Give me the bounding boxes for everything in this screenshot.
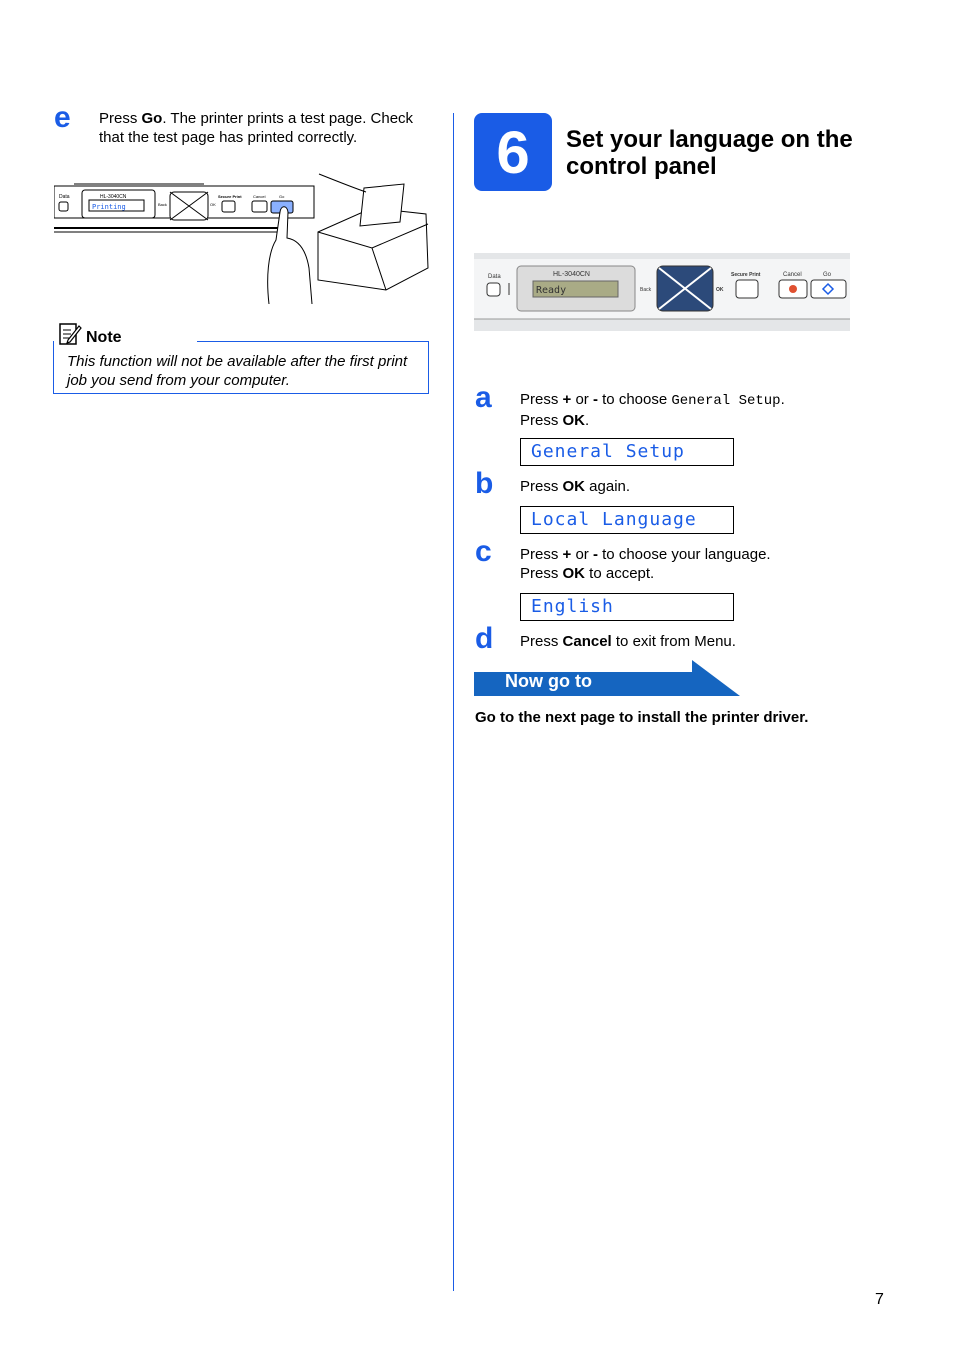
svg-text:Back: Back <box>640 287 652 293</box>
step-b-text: Press OK again. <box>520 478 631 495</box>
lcd-general-setup: General Setup <box>520 438 734 466</box>
lcd-english: English <box>520 593 734 621</box>
step-c-text: Press + or - to choose your language. Pr… <box>520 546 771 582</box>
page-number: 7 <box>875 1291 884 1308</box>
step-letter-c: c <box>475 535 492 568</box>
svg-text:Cancel: Cancel <box>253 194 266 199</box>
step-a-text: Press + or - to choose General Setup. Pr… <box>520 391 785 429</box>
svg-text:HL-3040CN: HL-3040CN <box>553 271 590 278</box>
note-text: This function will not be available afte… <box>67 353 408 389</box>
step-number-badge: 6 <box>474 113 552 191</box>
note-pencil-icon <box>59 323 82 345</box>
next-page-instruction: Go to the next page to install the print… <box>475 709 809 726</box>
note-top-rule <box>197 341 429 342</box>
step-title: Set your language on the control panel <box>566 126 853 180</box>
step-d-text: Press Cancel to exit from Menu. <box>520 633 736 650</box>
note-box <box>53 341 429 394</box>
now-go-to-banner <box>474 660 740 696</box>
step-letter-b: b <box>475 467 494 500</box>
control-panel-illustration: Data HL-3040CN Ready Back OK Secure Prin… <box>474 253 850 331</box>
data-label: Data <box>59 194 70 200</box>
step-e-text: Press Go. The printer prints a test page… <box>99 110 414 146</box>
lcd-local-language: Local Language <box>520 506 734 534</box>
svg-text:Go: Go <box>279 194 285 199</box>
svg-text:Secure Print: Secure Print <box>218 194 242 199</box>
svg-text:Back: Back <box>158 202 167 207</box>
svg-text:Go: Go <box>823 272 832 278</box>
column-divider <box>453 113 454 1291</box>
svg-text:OK: OK <box>716 287 724 293</box>
svg-text:Secure Print: Secure Print <box>731 272 761 278</box>
svg-text:OK: OK <box>210 202 216 207</box>
lcd-text: Printing <box>92 203 126 211</box>
step-letter-d: d <box>475 622 494 655</box>
printer-panel-illustration: Data HL-3040CN Printing Back OK Secure P… <box>54 173 429 304</box>
step-letter-e: e <box>54 101 71 134</box>
model-label: HL-3040CN <box>100 194 127 200</box>
svg-text:Data: Data <box>488 274 501 280</box>
panel-lcd-text: Ready <box>536 285 566 296</box>
step-letter-a: a <box>475 381 492 414</box>
note-label: Note <box>86 329 122 346</box>
now-go-to-label: Now go to <box>505 671 592 691</box>
svg-text:Cancel: Cancel <box>783 272 802 278</box>
